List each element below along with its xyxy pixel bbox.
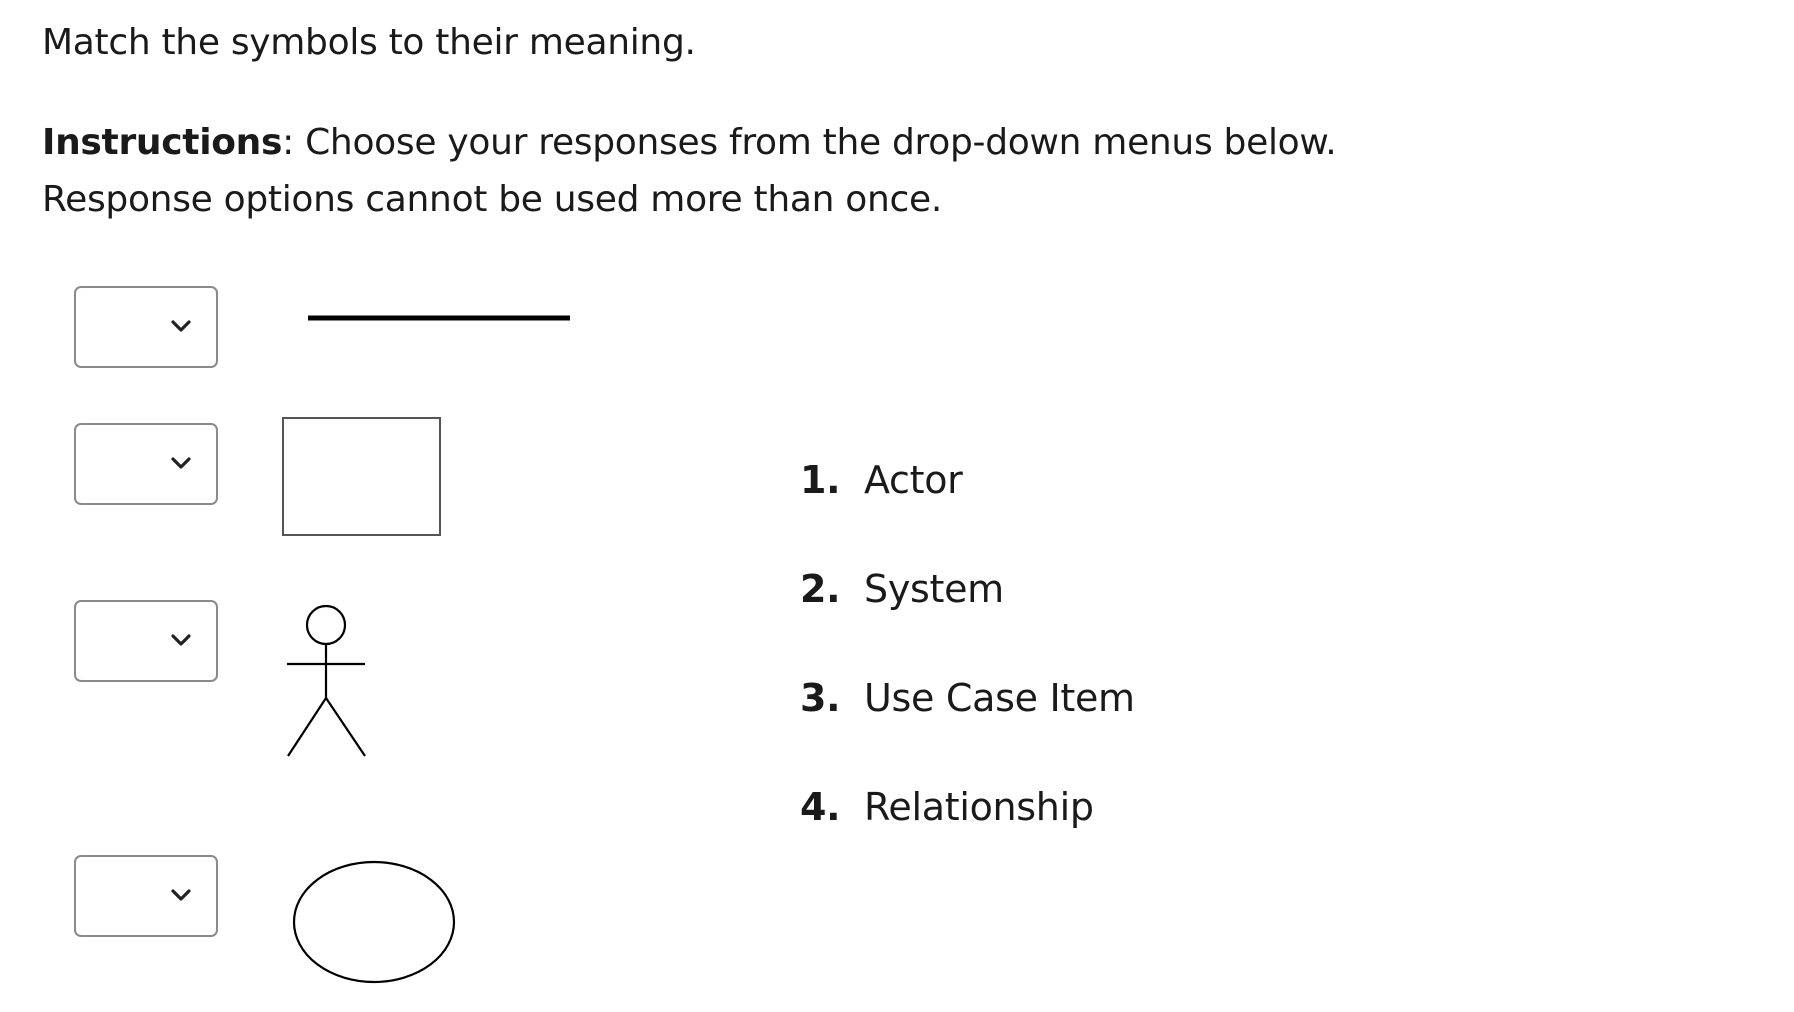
dropdown-4[interactable] — [74, 855, 218, 937]
relationship-line-symbol — [308, 315, 570, 321]
answer-option-label: System — [864, 567, 1004, 611]
instructions: Instructions: Choose your responses from… — [42, 114, 1502, 228]
answer-option-4: 4. Relationship — [800, 785, 1400, 829]
answer-option-label: Use Case Item — [864, 676, 1135, 720]
question-prompt: Match the symbols to their meaning. — [42, 22, 696, 63]
chevron-down-icon — [171, 634, 191, 646]
dropdown-1[interactable] — [74, 286, 218, 368]
use-case-ellipse-symbol — [292, 860, 456, 984]
answer-option-number: 1. — [800, 458, 841, 502]
answer-option-3: 3. Use Case Item — [800, 676, 1400, 720]
instructions-text: : Choose your responses from the drop-do… — [42, 122, 1337, 220]
chevron-down-icon — [171, 889, 191, 901]
answer-option-label: Relationship — [864, 785, 1094, 829]
answer-option-number: 3. — [800, 676, 841, 720]
answer-option-label: Actor — [864, 458, 963, 502]
dropdown-2[interactable] — [74, 423, 218, 505]
answer-option-number: 4. — [800, 785, 841, 829]
answer-option-1: 1. Actor — [800, 458, 1400, 502]
system-rectangle-symbol — [282, 417, 441, 536]
chevron-down-icon — [171, 457, 191, 469]
chevron-down-icon — [171, 320, 191, 332]
answer-option-2: 2. System — [800, 567, 1400, 611]
dropdown-3[interactable] — [74, 600, 218, 682]
answer-option-number: 2. — [800, 567, 841, 611]
instructions-label: Instructions — [42, 122, 283, 163]
actor-stick-figure-symbol — [287, 604, 366, 757]
